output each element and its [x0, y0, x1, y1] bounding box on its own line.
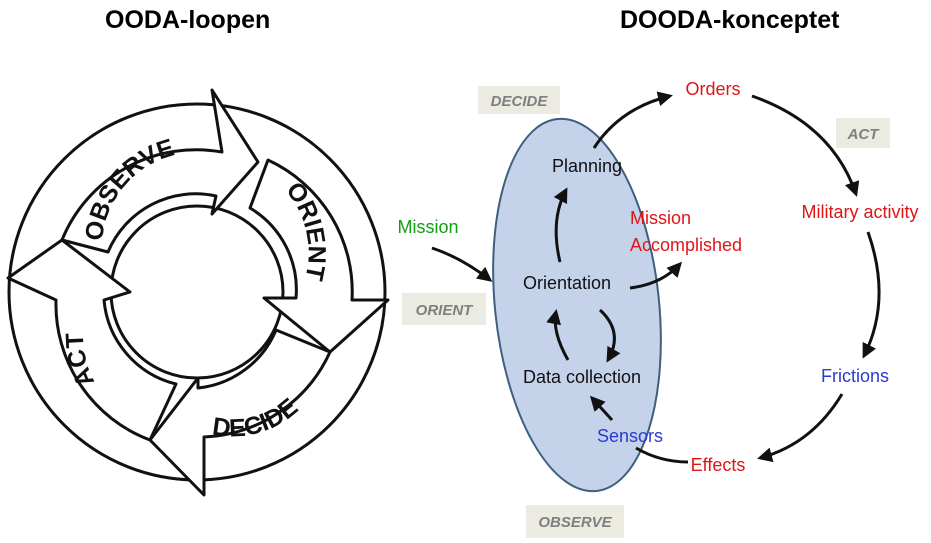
ooda-inner-ring	[109, 204, 285, 380]
tag-orient-box	[402, 293, 486, 325]
arrow-effects-sensors	[635, 446, 689, 464]
arrow-mission-orientation	[431, 246, 493, 282]
tag-decide-box	[478, 86, 560, 114]
arrow-orientation-planning	[553, 187, 568, 263]
node-mission-accomplished-2: Accomplished	[630, 235, 742, 255]
tag-act: ACT	[847, 126, 881, 143]
arrow-frictions-effects	[757, 393, 844, 463]
arrow-sensors-datacollection	[589, 395, 614, 422]
arrow-orientation-data	[598, 308, 621, 363]
dooda-arrows	[431, 91, 881, 464]
decide-arrow	[148, 328, 332, 497]
arrow-orientation-accomplished	[629, 261, 683, 290]
tag-act-box	[836, 118, 890, 148]
arrow-military-frictions	[862, 231, 881, 359]
tag-decide: DECIDE	[491, 93, 549, 110]
ooda-title: OODA-loopen	[105, 6, 271, 34]
node-effects: Effects	[691, 455, 746, 475]
dooda-concept: DECIDE ACT ORIENT OBSERVE	[397, 79, 919, 538]
dooda-title: DOODA-konceptet	[620, 6, 840, 34]
node-frictions: Frictions	[821, 366, 889, 386]
node-orders: Orders	[685, 79, 740, 99]
node-sensors: Sensors	[597, 426, 663, 446]
act-arrow	[6, 238, 178, 442]
node-military-activity: Military activity	[801, 202, 918, 222]
observe-arrow	[60, 88, 260, 254]
tag-observe-box	[526, 505, 624, 538]
orient-arrow	[248, 158, 390, 354]
node-mission-accomplished-1: Mission	[630, 208, 691, 228]
tag-observe: OBSERVE	[538, 514, 612, 531]
node-mission: Mission	[397, 217, 458, 237]
arrow-planning-orders	[592, 91, 673, 149]
arrow-orders-military	[751, 94, 860, 197]
dooda-ellipse	[492, 117, 662, 493]
node-data-collection: Data collection	[523, 367, 641, 387]
arrow-data-orientation	[546, 309, 570, 361]
node-orientation: Orientation	[523, 273, 611, 293]
ooda-loop: OBSERVE ORIENT DECIDE ACT	[6, 88, 390, 497]
tag-orient: ORIENT	[416, 302, 475, 319]
node-planning: Planning	[552, 156, 622, 176]
